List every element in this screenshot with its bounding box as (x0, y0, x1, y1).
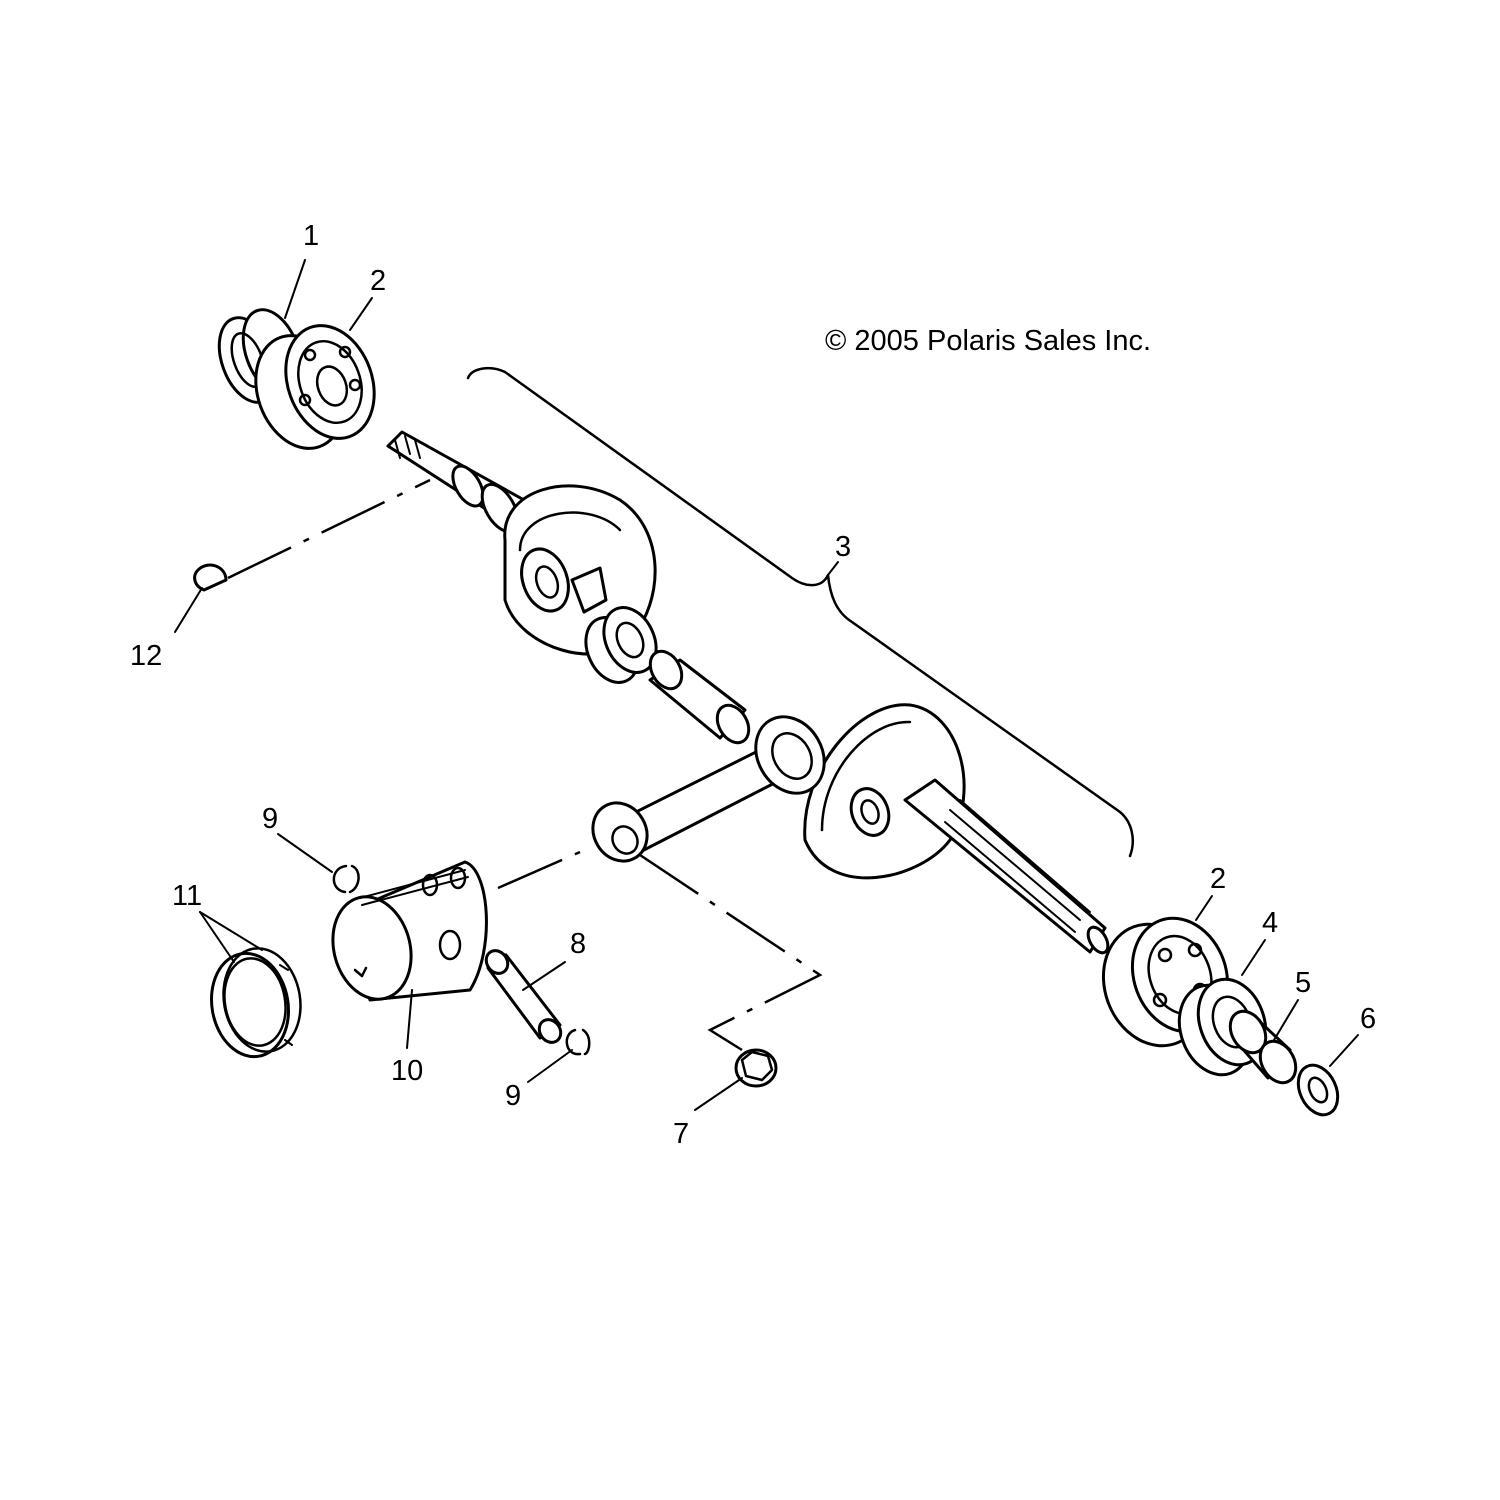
part-3-crankshaft-assembly (386, 430, 1110, 955)
callout-12: 12 (130, 640, 162, 672)
assembly-line-key (227, 478, 431, 580)
part-12-woodruff-key (193, 563, 228, 592)
part-11-piston-rings (210, 947, 302, 1059)
copyright-notice: © 2005 Polaris Sales Inc. (825, 325, 1151, 357)
part-6-washer (1296, 1063, 1340, 1117)
callout-5: 5 (1295, 967, 1311, 999)
assembly-line-nut (639, 853, 823, 1052)
callout-11: 11 (172, 880, 202, 912)
leader-lines (174, 259, 1359, 1111)
callout-8: 8 (570, 928, 586, 960)
callout-2-left: 2 (370, 265, 386, 297)
callout-9-lower: 9 (505, 1080, 521, 1112)
assembly-line-piston (497, 850, 581, 890)
part-9-circlip-upper (332, 864, 360, 894)
callout-6: 6 (1360, 1003, 1376, 1035)
callout-3: 3 (835, 531, 851, 563)
callout-9-upper: 9 (262, 803, 278, 835)
callout-1: 1 (303, 220, 319, 252)
callout-7: 7 (673, 1118, 689, 1150)
callout-10: 10 (391, 1055, 423, 1087)
part-2-bearing-left (254, 324, 376, 450)
part-10-piston (331, 860, 488, 1002)
connecting-rod (591, 715, 826, 863)
callout-labels: 1 2 3 2 4 5 6 7 8 9 9 10 11 12 (130, 220, 1376, 1150)
callout-2-right: 2 (1210, 863, 1226, 895)
part-7-nut (734, 1048, 778, 1088)
callout-4: 4 (1262, 907, 1278, 939)
part-5-collar (1228, 1009, 1298, 1085)
part-8-piston-pin (484, 949, 563, 1044)
part-9-circlip-lower (565, 1028, 591, 1056)
